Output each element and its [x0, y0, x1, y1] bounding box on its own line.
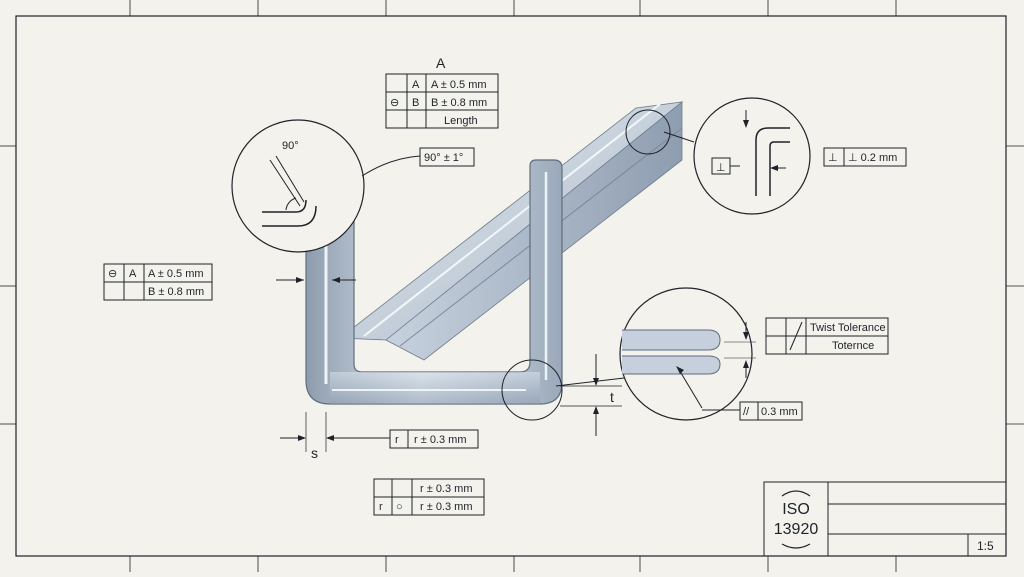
bottom-fcf-row1-value: r ± 0.3 mm	[420, 483, 473, 495]
iso-logo-line2: 13920	[774, 521, 819, 538]
top-fcf-title: A	[436, 55, 446, 71]
bottom-fcf-row2-cell-a: r	[379, 501, 383, 513]
left-fcf-row1-datum: A	[129, 268, 137, 280]
top-fcf-row1-datum: A	[412, 79, 420, 91]
radius-cell: r	[395, 434, 399, 446]
perpendicularity-symbol: ⊥	[828, 152, 838, 164]
iso-logo-line1: ISO	[782, 501, 810, 518]
thickness-label: t	[610, 389, 614, 405]
iso-logo: ISO 13920	[774, 490, 819, 549]
angle-detail-circle: 90°	[231, 119, 365, 253]
top-fcf-row2-datum: B	[412, 97, 419, 109]
wall-dimension-arrows	[276, 277, 356, 283]
angle-tolerance-callout: 90° ± 1°	[419, 147, 475, 167]
twist-tolerance-sub-label: Toternce	[832, 340, 874, 352]
thickness-dimension: t	[560, 354, 622, 436]
left-fcf-row1-symbol: ⊖	[108, 268, 117, 280]
title-block: ISO 13920 1:5	[763, 481, 1007, 557]
radius-callout: r r ± 0.3 mm	[389, 429, 479, 449]
scale-value: 1:5	[977, 539, 994, 553]
bottom-fcf-row2-value: r ± 0.3 mm	[420, 501, 473, 513]
top-fcf-row1-value: A ± 0.5 mm	[431, 79, 487, 91]
parallelism-value: 0.3 mm	[761, 406, 798, 418]
perpendicularity-callout: ⊥ ⊥ 0.2 mm	[823, 147, 907, 167]
radius-value: r ± 0.3 mm	[414, 434, 467, 446]
parallelism-symbol: //	[743, 406, 750, 418]
twist-tolerance-callout: Twist Tolerance Toternce	[765, 317, 889, 355]
twist-tolerance-label: Twist Tolerance	[810, 322, 886, 334]
bottom-fcf-row2-cell-b: ○	[396, 501, 403, 513]
perpendicularity-detail-symbol: ⊥	[716, 162, 726, 174]
wall-thickness-dimension: s	[280, 412, 390, 461]
wall-thickness-label: s	[311, 445, 318, 461]
top-fcf-row2-symbol: ⊖	[390, 97, 399, 109]
top-feature-control-frame: A ⊖ A B A ± 0.5 mm B ± 0.8 mm Length	[385, 55, 499, 129]
left-feature-control-frame: ⊖ A A ± 0.5 mm B ± 0.8 mm	[103, 263, 213, 301]
parallelism-callout: // 0.3 mm	[702, 401, 803, 421]
angle-detail-label: 90°	[282, 140, 299, 152]
left-fcf-row1-value: A ± 0.5 mm	[148, 268, 204, 280]
top-fcf-row2-value: B ± 0.8 mm	[431, 97, 487, 109]
bottom-feature-control-frame: r ○ r ± 0.3 mm r ± 0.3 mm	[373, 478, 485, 516]
top-fcf-row3-value: Length	[444, 115, 478, 127]
perpendicularity-detail-circle: ⊥	[693, 97, 811, 215]
twist-detail-circle	[619, 287, 756, 421]
perpendicularity-value: ⊥ 0.2 mm	[848, 152, 897, 164]
angle-tolerance-value: 90° ± 1°	[424, 152, 463, 164]
left-fcf-row2-value: B ± 0.8 mm	[148, 286, 204, 298]
